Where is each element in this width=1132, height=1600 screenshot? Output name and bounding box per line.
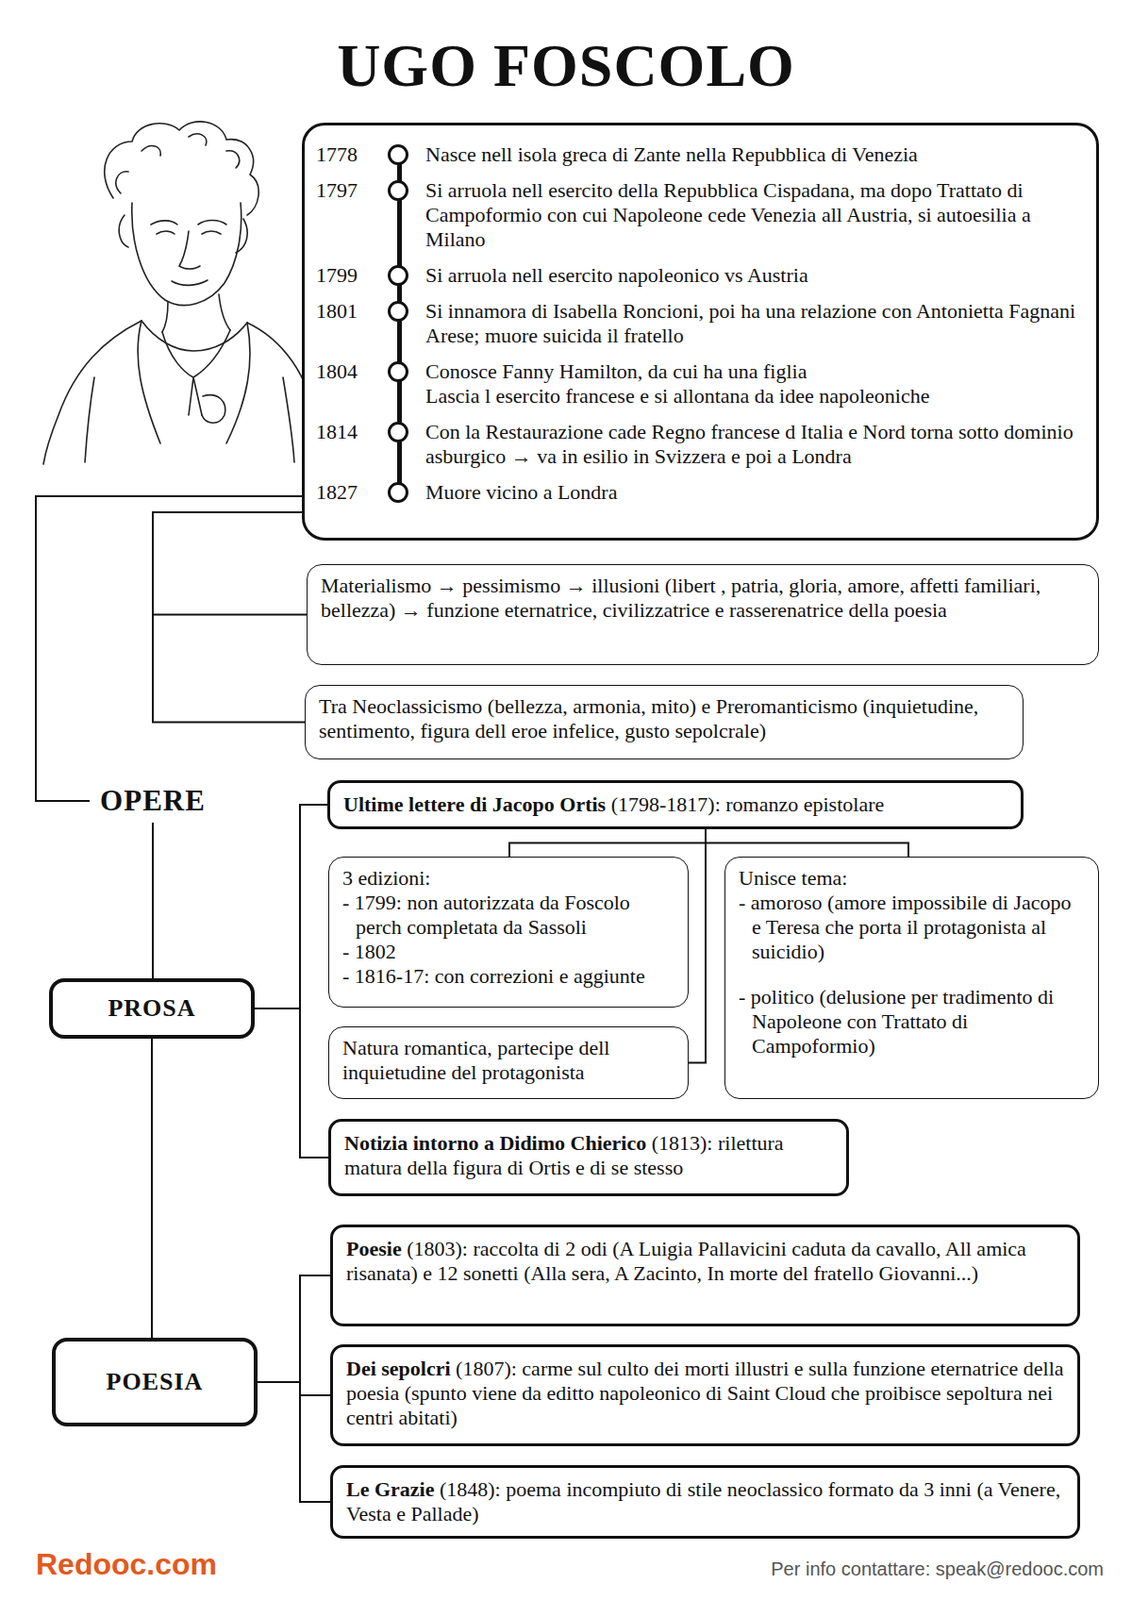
- work-description: (1803): raccolta di 2 odi (A Luigia Pall…: [346, 1236, 1027, 1285]
- connector: [257, 1381, 331, 1502]
- box-text: PROSA: [107, 996, 196, 1021]
- timeline-dot: [387, 144, 409, 166]
- timeline-dot: [387, 180, 409, 201]
- connector: [152, 512, 305, 723]
- section-heading: OPERE: [89, 779, 217, 823]
- category-box: POESIA: [51, 1337, 258, 1427]
- connector: [509, 829, 706, 857]
- event-text: Si innamora di Isabella Roncioni, poi ha…: [425, 299, 1082, 349]
- work-title: Ultime lettere di Jacopo Ortis: [343, 792, 606, 816]
- contact-note: Per info contattare: speak@redooc.com: [770, 1558, 1104, 1581]
- work-text: Le Grazie(1848): poema incompiuto di sti…: [346, 1477, 1065, 1527]
- list-item: - politico (delusione per tradimento di …: [738, 984, 1085, 1059]
- timeline-box: 1778 Nasce nell isola greca di Zante nell…: [301, 122, 1099, 541]
- list-item: - amoroso (amore impossibile di Jacopo e…: [738, 890, 1085, 965]
- timeline-dot: [387, 421, 409, 443]
- work-description: (1848): poema incompiuto di stile neocla…: [346, 1477, 1061, 1526]
- connector: [254, 1008, 329, 1158]
- list-item: - 1802: [342, 939, 675, 965]
- timeline-entry: 1797 Si arruola nell esercito della Repub…: [304, 178, 1082, 252]
- timeline-dot: [387, 482, 409, 503]
- timeline-dot: [387, 265, 409, 286]
- timeline-entry: 1814 Con la Restaurazione cade Regno fran…: [304, 419, 1082, 469]
- connector: [152, 512, 307, 616]
- timeline-entry: 1778 Nasce nell isola greca di Zante nell…: [304, 142, 1082, 167]
- year-label: 1804: [316, 359, 358, 384]
- work-title: Dei sepolcri: [346, 1356, 451, 1381]
- work-box: Poesie(1803): raccolta di 2 odi (A Luigi…: [330, 1224, 1081, 1327]
- year-label: 1799: [316, 263, 358, 288]
- connector: [151, 822, 154, 979]
- timeline-entry: 1804 Conosce Fanny Hamilton, da cui ha un…: [304, 359, 1082, 409]
- work-description: (1798-1817): romanzo epistolare: [611, 792, 885, 816]
- year-label: 1797: [316, 178, 358, 203]
- year-label: 1814: [316, 419, 358, 445]
- detail-box: 3 edizioni:- 1799: non autorizzata da Fo…: [328, 856, 689, 1008]
- event-text: Con la Restaurazione cade Regno francese…: [425, 419, 1082, 469]
- box-text: Tra Neoclassicismo (bellezza, armonia, m…: [318, 694, 1010, 744]
- timeline-dot: [387, 300, 409, 322]
- box-text: Unisce tema:: [738, 865, 1085, 891]
- box-text: POESIA: [106, 1369, 204, 1395]
- year-label: 1778: [316, 142, 358, 167]
- event-text: Muore vicino a Londra: [425, 480, 1082, 505]
- logo-text: Redooc.com: [35, 1547, 217, 1582]
- work-title: Poesie: [346, 1236, 402, 1261]
- work-box: Le Grazie(1848): poema incompiuto di sti…: [330, 1464, 1081, 1539]
- work-title: Le Grazie: [346, 1477, 434, 1501]
- event-text: Nasce nell isola greca di Zante nella Re…: [425, 142, 1082, 167]
- event-text: Lascia l esercito francese e si allontan…: [425, 383, 1082, 409]
- work-text: Notizia intorno a Didimo Chierico(1813):…: [344, 1131, 833, 1181]
- work-text: Ultime lettere di Jacopo Ortis(1798-1817…: [343, 792, 1008, 817]
- connector: [150, 1038, 153, 1338]
- timeline-entry: 1801 Si innamora di Isabella Roncioni, po…: [304, 299, 1082, 349]
- timeline-entry: 1799 Si arruola nell esercito napoleonico…: [304, 263, 1082, 288]
- concept-box: Tra Neoclassicismo (bellezza, armonia, m…: [304, 684, 1024, 760]
- event-text: Si arruola nell esercito della Repubblic…: [425, 178, 1082, 252]
- diagram-title: UGO FOSCOLO: [0, 32, 1132, 100]
- list-item: - 1799: non autorizzata da Foscolo perch…: [342, 890, 675, 940]
- connector: [705, 829, 909, 857]
- event-text: Si arruola nell esercito napoleonico vs …: [425, 263, 1082, 288]
- timeline-entry: 1827 Muore vicino a Londra: [304, 480, 1082, 505]
- work-box: Dei sepolcri(1807): carme sul culto dei …: [330, 1344, 1081, 1447]
- box-text: 3 edizioni:: [342, 865, 675, 891]
- work-description: (1807): carme sul culto dei morti illust…: [346, 1356, 1065, 1430]
- work-text: Dei sepolcri(1807): carme sul culto dei …: [346, 1356, 1065, 1431]
- year-label: 1827: [316, 480, 358, 505]
- box-text: Natura romantica, partecipe dell inquiet…: [342, 1035, 675, 1085]
- detail-box: Unisce tema:- amoroso (amore impossibile…: [724, 856, 1099, 1099]
- connector: [257, 1381, 331, 1396]
- list-item: - 1816-17: con correzioni e aggiunte: [342, 964, 675, 989]
- timeline-dot: [387, 361, 409, 383]
- box-text: Materialismo → pessimismo → illusioni (l…: [320, 573, 1085, 623]
- detail-box: Natura romantica, partecipe dell inquiet…: [328, 1026, 689, 1099]
- connector: [254, 804, 328, 1009]
- year-label: 1801: [316, 299, 358, 324]
- work-title: Notizia intorno a Didimo Chierico: [344, 1131, 647, 1155]
- work-box: Notizia intorno a Didimo Chierico(1813):…: [328, 1118, 849, 1197]
- connector: [257, 1275, 331, 1382]
- box-text: OPERE: [99, 788, 206, 814]
- event-text: Conosce Fanny Hamilton, da cui ha una fi…: [425, 359, 1082, 384]
- work-box: Ultime lettere di Jacopo Ortis(1798-1817…: [327, 780, 1024, 830]
- category-box: PROSA: [49, 978, 255, 1039]
- connector: [688, 829, 706, 1064]
- work-text: Poesie(1803): raccolta di 2 odi (A Luigi…: [346, 1236, 1065, 1286]
- connector: [35, 496, 302, 801]
- concept-box: Materialismo → pessimismo → illusioni (l…: [306, 564, 1099, 666]
